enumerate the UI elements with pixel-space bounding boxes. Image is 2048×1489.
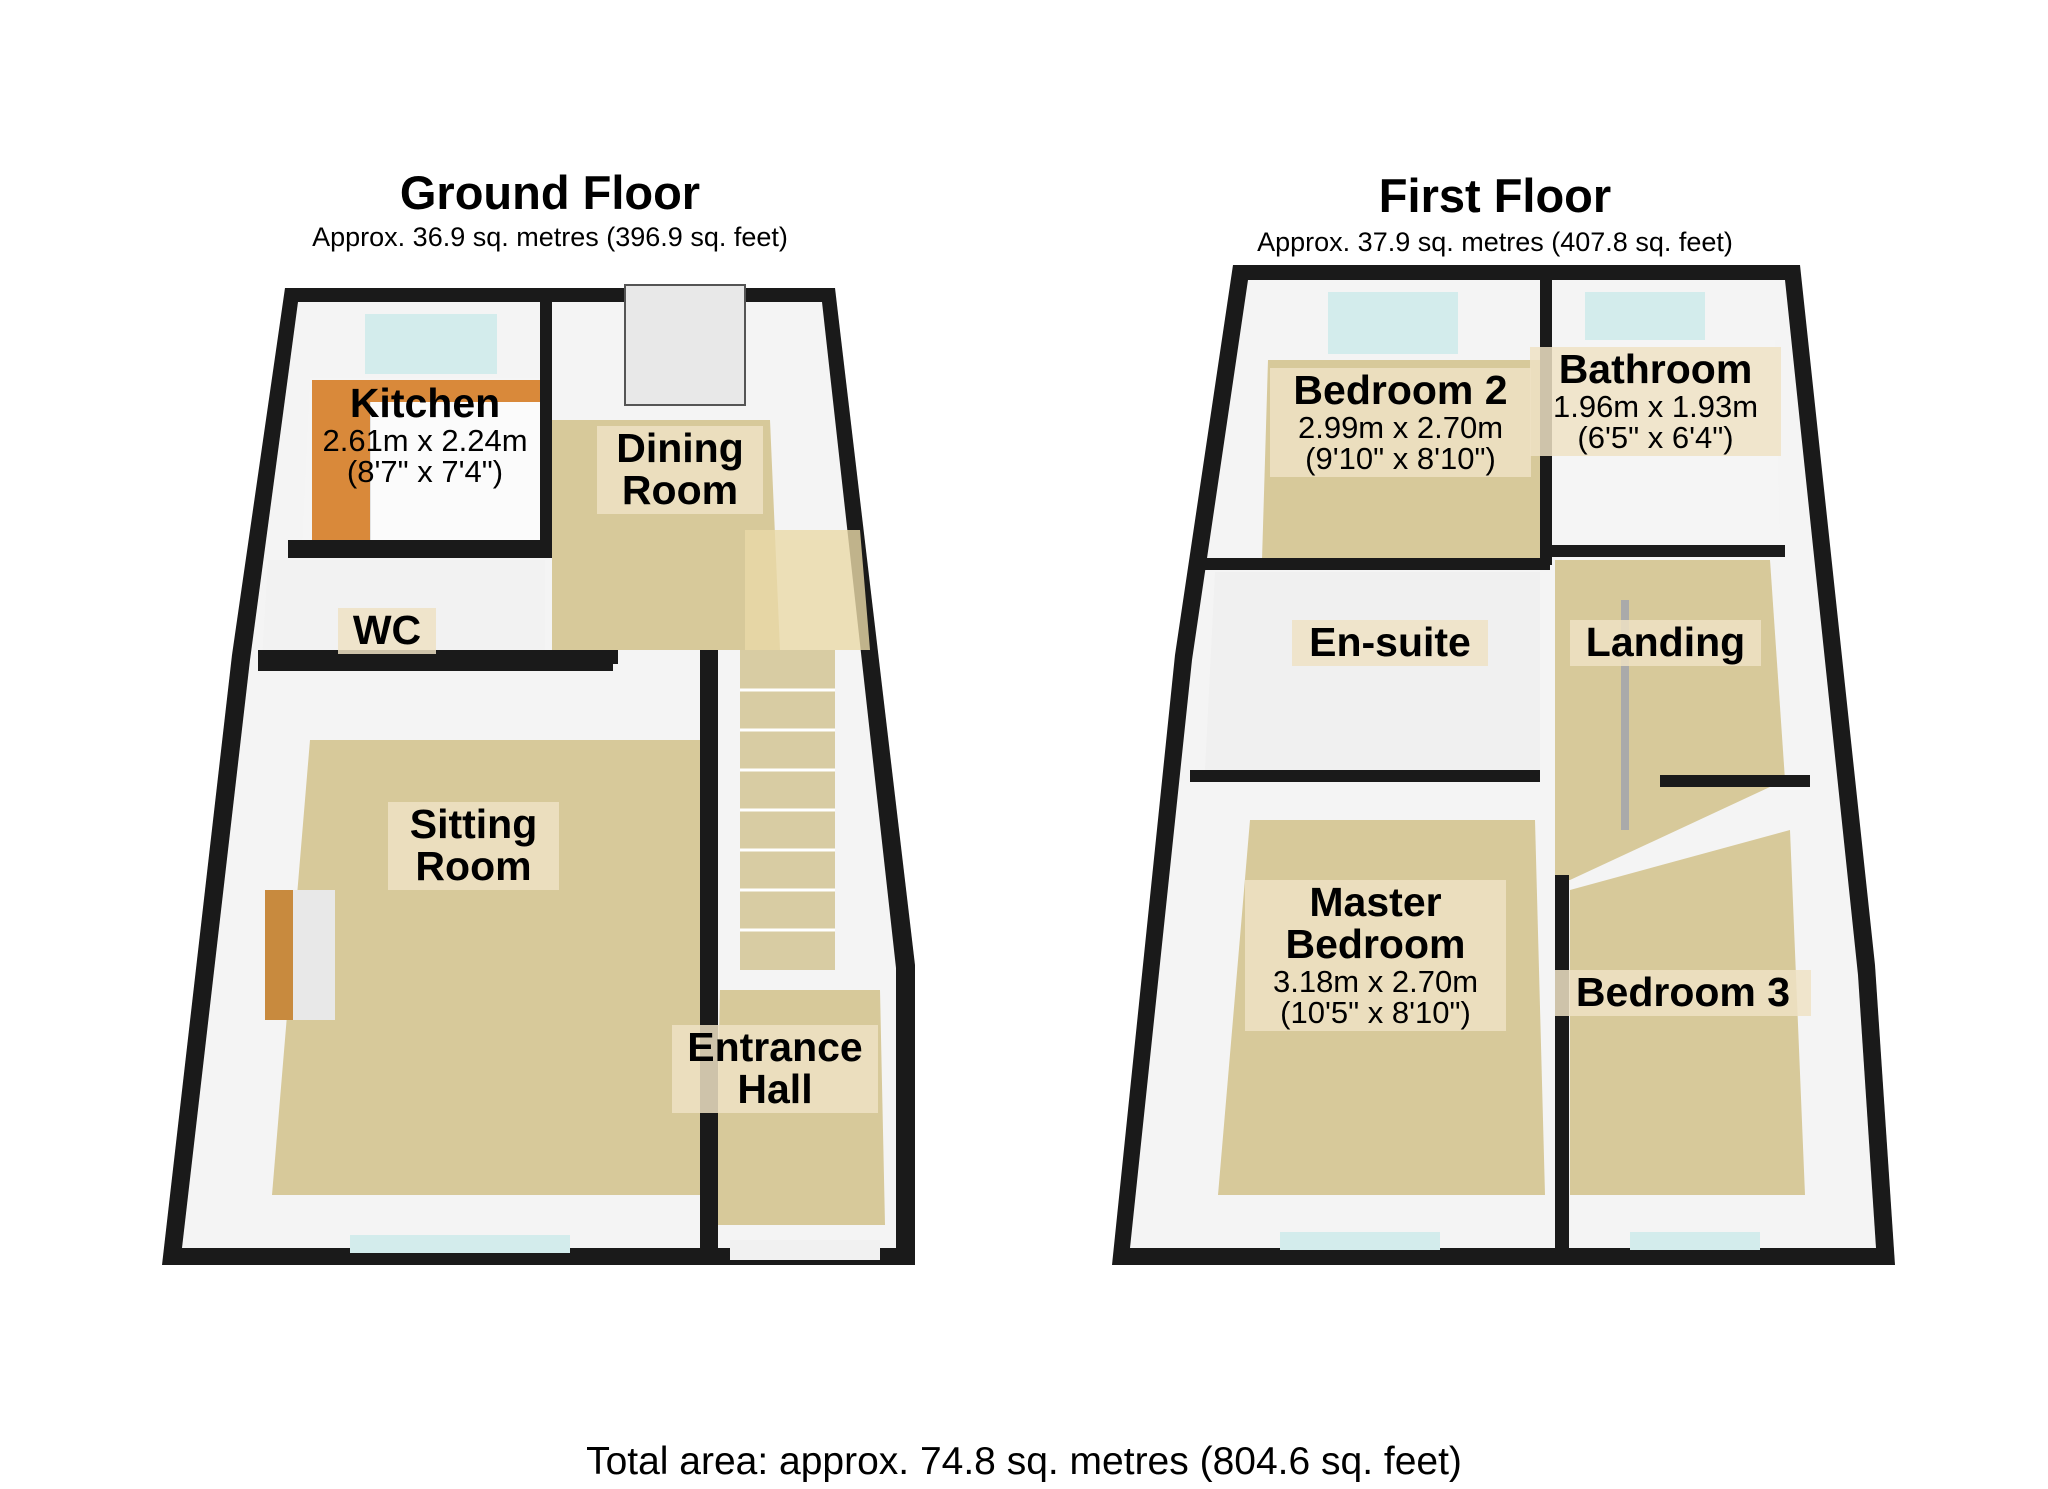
- ensuite-name: En-suite: [1309, 619, 1471, 665]
- bedroom-2-metric: 2.99m x 2.70m: [1297, 409, 1504, 445]
- sitting-room-name-2: Room: [415, 842, 532, 889]
- wc-name: WC: [352, 607, 422, 653]
- kitchen-label: Kitchen 2.61m x 2.24m (8'7" x 7'4"): [300, 380, 550, 490]
- bathroom-imperial: (6'5" x 6'4"): [1577, 420, 1734, 456]
- kitchen-imperial: (8'7" x 7'4"): [346, 454, 504, 490]
- bathroom-metric: 1.96m x 1.93m: [1552, 388, 1759, 424]
- entrance-hall-label: Entrance Hall: [672, 1025, 878, 1113]
- bathroom-name: Bathroom: [1558, 346, 1753, 392]
- bathroom-label: Bathroom 1.96m x 1.93m (6'5" x 6'4"): [1530, 346, 1781, 457]
- ground-floor-plan: [162, 284, 915, 1265]
- bedroom-2-label: Bedroom 2 2.99m x 2.70m (9'10" x 8'10"): [1270, 367, 1531, 478]
- bedroom-3-label: Bedroom 3: [1555, 970, 1811, 1016]
- dining-room-label: Dining Room: [597, 426, 763, 514]
- ground-stairs: [740, 530, 870, 970]
- dining-room-name-2: Room: [621, 466, 739, 513]
- master-bedroom-name-2: Bedroom: [1285, 920, 1466, 967]
- sitting-room-floor: [272, 740, 705, 1195]
- ensuite-label: En-suite: [1292, 620, 1488, 666]
- master-bedroom-metric: 3.18m x 2.70m: [1272, 963, 1479, 999]
- first-floor-title: First Floor: [1378, 169, 1612, 222]
- landing-name: Landing: [1585, 619, 1746, 665]
- kitchen-metric: 2.61m x 2.24m: [322, 422, 528, 458]
- master-bedroom-label: Master Bedroom 3.18m x 2.70m (10'5" x 8'…: [1245, 880, 1506, 1031]
- first-floor-area: Approx. 37.9 sq. metres (407.8 sq. feet): [1257, 227, 1733, 257]
- bedroom-2-imperial: (9'10" x 8'10"): [1305, 441, 1496, 477]
- bedroom-2-name: Bedroom 2: [1293, 367, 1508, 413]
- sitting-room-label: Sitting Room: [388, 802, 559, 890]
- kitchen-name: Kitchen: [349, 380, 501, 426]
- ground-floor-area: Approx. 36.9 sq. metres (396.9 sq. feet): [312, 222, 788, 252]
- bedroom-3-name: Bedroom 3: [1575, 969, 1791, 1015]
- wc-label: WC: [338, 608, 436, 654]
- sitting-room-name-1: Sitting: [409, 801, 538, 847]
- ensuite-floor: [1205, 572, 1540, 770]
- master-bedroom-imperial: (10'5" x 8'10"): [1280, 995, 1471, 1031]
- entrance-hall-name-1: Entrance: [687, 1024, 863, 1070]
- landing-label: Landing: [1570, 620, 1761, 666]
- master-bedroom-name-1: Master: [1309, 879, 1442, 925]
- entrance-hall-name-2: Hall: [737, 1065, 813, 1112]
- ground-floor-title: Ground Floor: [399, 166, 701, 219]
- dining-room-name-1: Dining: [616, 425, 744, 471]
- total-area: Total area: approx. 74.8 sq. metres (804…: [586, 1440, 1462, 1483]
